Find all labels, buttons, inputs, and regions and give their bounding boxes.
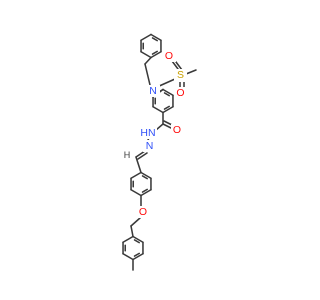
- s-o-top-double: [175, 61, 183, 71]
- methylbenzyl-ring-inner-bond: [133, 252, 140, 257]
- benzylidene-ring-inner-bond: [141, 188, 148, 193]
- benzyl-ring-bond: [150, 50, 162, 59]
- methylbenzyl-ring-bond: [132, 252, 144, 261]
- central-phenyl-ring-bond: [162, 105, 174, 114]
- benzylidene-ring-inner-bond: [141, 175, 148, 180]
- o-ch2-bond: [130, 217, 141, 227]
- atom-nh-hydrazide: HN: [140, 127, 155, 139]
- atom-n-imine: N: [146, 140, 154, 152]
- benzyl-ch2-bond: [144, 56, 152, 65]
- bond-layer: [122, 33, 197, 271]
- methylbenzyl-ring-inner-bond: [133, 239, 140, 244]
- atom-o-carbonyl: O: [173, 124, 181, 136]
- atom-o-sulfonyl-top: O: [165, 50, 173, 62]
- c-o-double: [163, 120, 173, 126]
- central-phenyl-ring-bond: [152, 105, 164, 114]
- atom-o-sulfonyl-bottom: O: [176, 87, 184, 99]
- methylbenzyl-ring-bond: [122, 235, 134, 244]
- ch2-ring-bond: [130, 225, 134, 238]
- benzylidene-ring-bond: [130, 171, 142, 180]
- ch2-n-bond: [144, 63, 151, 86]
- central-phenyl-ring-bond: [162, 88, 174, 97]
- benzylidene-ring-bond: [140, 171, 152, 180]
- benzylidene-ring-bond: [140, 188, 152, 197]
- benzyl-ring-bond: [140, 50, 152, 59]
- benzylidene-ring-bond: [130, 188, 142, 197]
- benzyl-ring-inner-bond: [151, 37, 158, 42]
- benzyl-ring-bond: [150, 33, 162, 42]
- methylbenzyl-ring-bond: [122, 252, 134, 261]
- n-ch-double: [137, 152, 148, 160]
- atom-n-sulfonamide: N: [149, 85, 157, 97]
- c-o-bond: [162, 123, 172, 129]
- methylbenzyl-ring-bond: [132, 235, 144, 244]
- molecule-structure: N S O O O HN N H O: [122, 33, 197, 271]
- carbonyl-nh-bond: [155, 123, 164, 131]
- central-phenyl-ring-inner-bond: [163, 92, 170, 97]
- atom-o-ether: O: [139, 206, 147, 218]
- benzyl-ring-bond: [140, 33, 152, 42]
- atom-label-layer: N S O O O HN N H O: [124, 50, 187, 218]
- s-methyl-bond: [185, 69, 197, 75]
- ch-ring-bond: [135, 156, 142, 174]
- benzyl-ring-inner-bond: [151, 50, 158, 55]
- central-phenyl-ring-inner-bond: [163, 105, 170, 110]
- atom-h-imine: H: [124, 150, 131, 160]
- atom-s-sulfonyl: S: [177, 69, 184, 81]
- s-o-top-bond: [171, 60, 179, 70]
